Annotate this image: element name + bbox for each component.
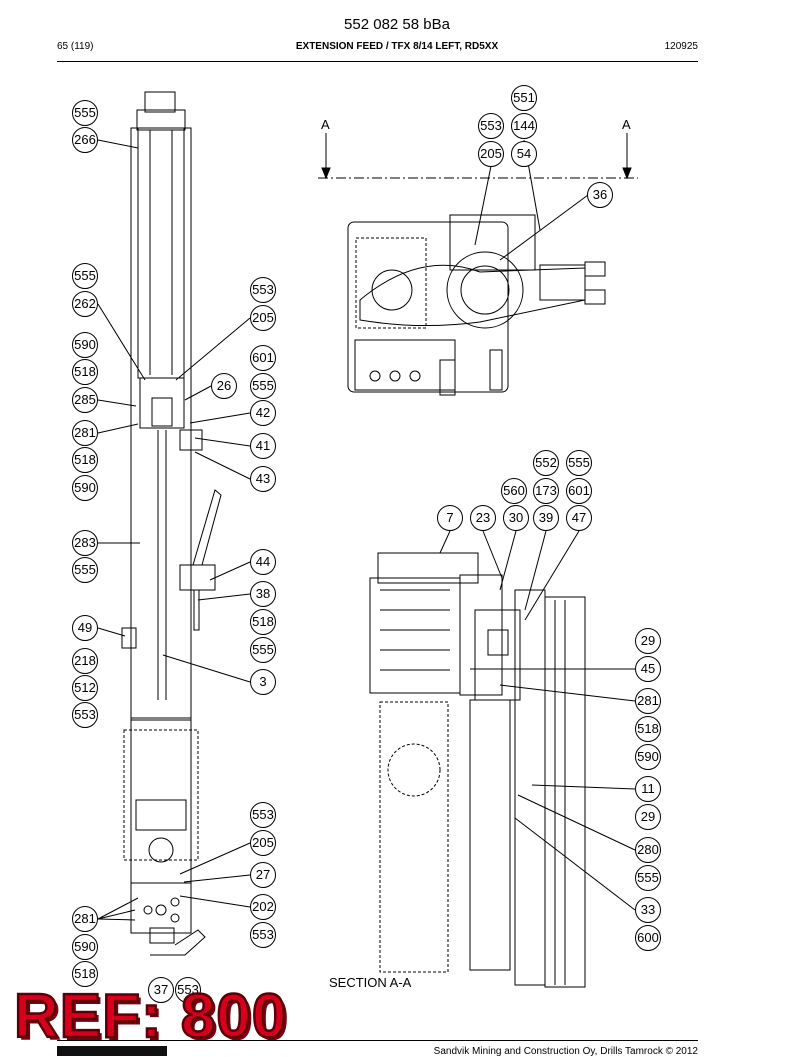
callout-590: 590 bbox=[72, 475, 98, 501]
reference-stamp: REF: 800 bbox=[13, 982, 288, 1051]
footer-rule bbox=[57, 1040, 698, 1041]
callout-551: 551 bbox=[511, 85, 537, 111]
callout-553: 553 bbox=[175, 977, 201, 1003]
section-marker-left: A bbox=[321, 117, 330, 132]
callout-590: 590 bbox=[72, 332, 98, 358]
callout-553: 553 bbox=[250, 277, 276, 303]
feed-beam-drawing bbox=[121, 91, 222, 956]
callout-518: 518 bbox=[72, 447, 98, 473]
callout-41: 41 bbox=[250, 433, 276, 459]
callout-600: 600 bbox=[635, 925, 661, 951]
callout-218: 218 bbox=[72, 648, 98, 674]
callout-553: 553 bbox=[478, 113, 504, 139]
callout-283: 283 bbox=[72, 530, 98, 556]
document-date: 120925 bbox=[664, 41, 698, 52]
callout-29: 29 bbox=[635, 804, 661, 830]
callout-54: 54 bbox=[511, 141, 537, 167]
callout-33: 33 bbox=[635, 897, 661, 923]
callout-553: 553 bbox=[250, 922, 276, 948]
callout-553: 553 bbox=[72, 702, 98, 728]
callout-518: 518 bbox=[72, 961, 98, 987]
callout-23: 23 bbox=[470, 505, 496, 531]
callout-205: 205 bbox=[250, 830, 276, 856]
callout-518: 518 bbox=[635, 716, 661, 742]
callout-553: 553 bbox=[250, 802, 276, 828]
callout-27: 27 bbox=[250, 862, 276, 888]
page-number: 65 (119) bbox=[57, 41, 94, 52]
callout-590: 590 bbox=[635, 744, 661, 770]
callout-26: 26 bbox=[211, 373, 237, 399]
callout-11: 11 bbox=[635, 776, 661, 802]
callout-173: 173 bbox=[533, 478, 559, 504]
callout-49: 49 bbox=[72, 615, 98, 641]
callout-280: 280 bbox=[635, 837, 661, 863]
callout-262: 262 bbox=[72, 291, 98, 317]
header-rule bbox=[57, 61, 698, 62]
company-logo bbox=[57, 1046, 167, 1056]
callout-3: 3 bbox=[250, 669, 276, 695]
callout-7: 7 bbox=[437, 505, 463, 531]
callout-555: 555 bbox=[250, 373, 276, 399]
callout-281: 281 bbox=[72, 420, 98, 446]
callout-29: 29 bbox=[635, 628, 661, 654]
callout-285: 285 bbox=[72, 387, 98, 413]
document-title: EXTENSION FEED / TFX 8/14 LEFT, RD5XX bbox=[295, 41, 499, 52]
callout-44: 44 bbox=[250, 549, 276, 575]
callout-30: 30 bbox=[503, 505, 529, 531]
section-cut-line bbox=[318, 133, 638, 180]
callout-555: 555 bbox=[72, 263, 98, 289]
callout-47: 47 bbox=[566, 505, 592, 531]
section-caption: SECTION A-A bbox=[329, 975, 412, 990]
callout-555: 555 bbox=[566, 450, 592, 476]
cradle-end-view bbox=[347, 214, 606, 396]
callout-36: 36 bbox=[587, 182, 613, 208]
callout-43: 43 bbox=[250, 466, 276, 492]
callout-144: 144 bbox=[511, 113, 537, 139]
section-marker-right: A bbox=[622, 117, 631, 132]
callout-512: 512 bbox=[72, 675, 98, 701]
callout-281: 281 bbox=[72, 906, 98, 932]
callout-205: 205 bbox=[478, 141, 504, 167]
callout-555: 555 bbox=[72, 557, 98, 583]
section-aa-view bbox=[369, 552, 586, 988]
callout-555: 555 bbox=[72, 100, 98, 126]
callout-552: 552 bbox=[533, 450, 559, 476]
document-code: 552 082 58 bBa bbox=[344, 16, 450, 33]
callout-45: 45 bbox=[635, 656, 661, 682]
callout-601: 601 bbox=[566, 478, 592, 504]
callout-560: 560 bbox=[501, 478, 527, 504]
callout-555: 555 bbox=[635, 865, 661, 891]
callout-518: 518 bbox=[72, 359, 98, 385]
callout-266: 266 bbox=[72, 127, 98, 153]
callout-590: 590 bbox=[72, 934, 98, 960]
callout-202: 202 bbox=[250, 894, 276, 920]
leader-lines bbox=[97, 139, 636, 921]
callout-38: 38 bbox=[250, 581, 276, 607]
callout-205: 205 bbox=[250, 305, 276, 331]
callout-37: 37 bbox=[148, 977, 174, 1003]
footer-copyright: Sandvik Mining and Construction Oy, Dril… bbox=[433, 1046, 698, 1057]
callout-518: 518 bbox=[250, 609, 276, 635]
callout-42: 42 bbox=[250, 400, 276, 426]
callout-281: 281 bbox=[635, 688, 661, 714]
callout-555: 555 bbox=[250, 637, 276, 663]
callout-601: 601 bbox=[250, 345, 276, 371]
callout-39: 39 bbox=[533, 505, 559, 531]
